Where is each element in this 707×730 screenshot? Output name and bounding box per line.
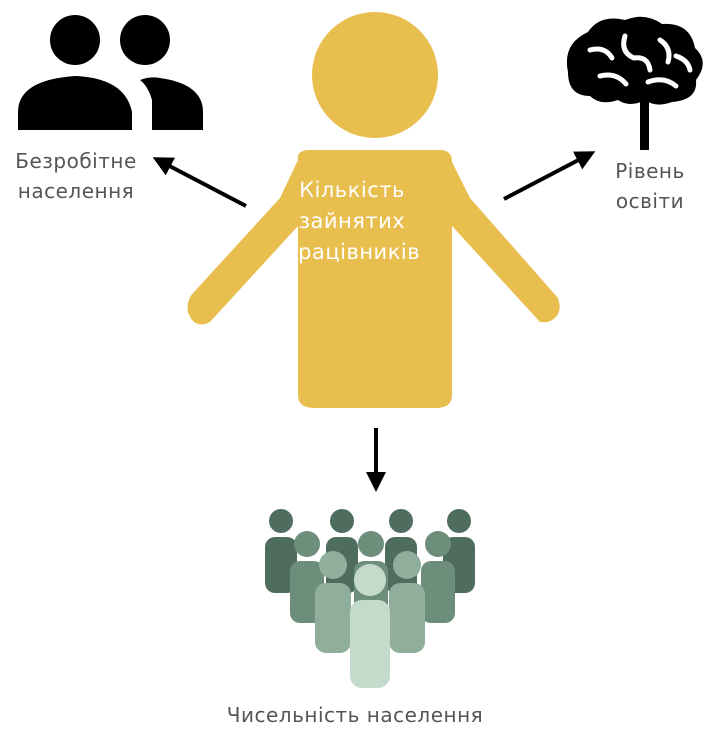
unemployed-label: Безробітне населення [0,146,152,206]
center-node-line: Кількість [299,178,405,202]
crowd-icon [265,509,475,688]
education-label-line: освіти [615,189,685,213]
population-label: Чисельність населення [190,700,520,730]
arrow-to-education [503,151,596,201]
unemployed-label-line: Безробітне [15,149,137,173]
center-node-line: зайнятих [298,209,406,233]
population-label-line: Чисельність населення [226,703,484,727]
arrow-to-unemployed [152,157,247,208]
brain-tree-icon [566,16,703,150]
center-node-label: Кількість зайнятих працівників [270,175,434,268]
education-label: Рівень освіти [600,156,700,216]
unemployed-label-line: населення [17,179,135,203]
education-label-line: Рівень [615,159,685,183]
person-icon [187,12,560,408]
two-people-icon [18,15,203,130]
center-node-line: працівників [283,240,421,264]
